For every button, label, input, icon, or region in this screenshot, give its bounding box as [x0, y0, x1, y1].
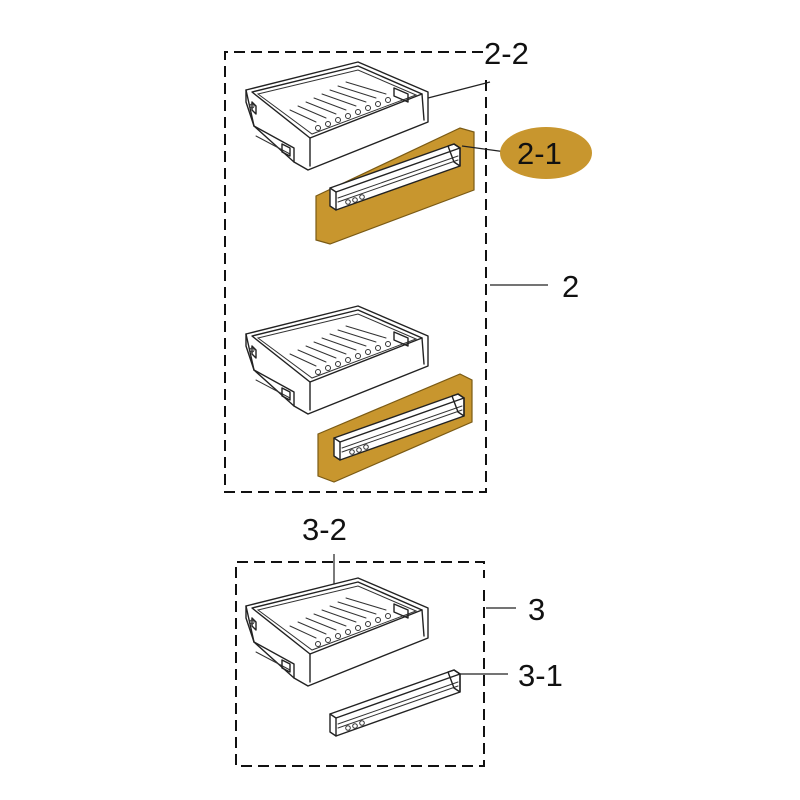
- part-2-2-leader: [427, 81, 491, 99]
- assembly-3-group: 3 3-2 3-1: [235, 512, 563, 767]
- part-2-1-highlight-badge: [500, 127, 592, 179]
- part-3-2-label: 3-2: [302, 512, 347, 547]
- drawer-cover-3-1: [329, 669, 461, 737]
- part-2-2-label: 2-2: [484, 36, 529, 71]
- part-2-1-label: 2-1: [517, 136, 562, 171]
- assembly-3-label: 3: [528, 592, 545, 627]
- assembly-2-boundary: [224, 51, 488, 493]
- part-3-1-label: 3-1: [518, 658, 563, 693]
- assembly-2-group: 2 2-2 2-1: [224, 36, 592, 493]
- part-2-1-leader: [461, 145, 507, 153]
- assembly-3-boundary: [235, 561, 485, 767]
- basket-3-2: [245, 577, 429, 687]
- basket-2-2-upper: [245, 61, 429, 171]
- assembly-2-label: 2: [562, 269, 579, 304]
- basket-2-2-lower: [245, 305, 429, 415]
